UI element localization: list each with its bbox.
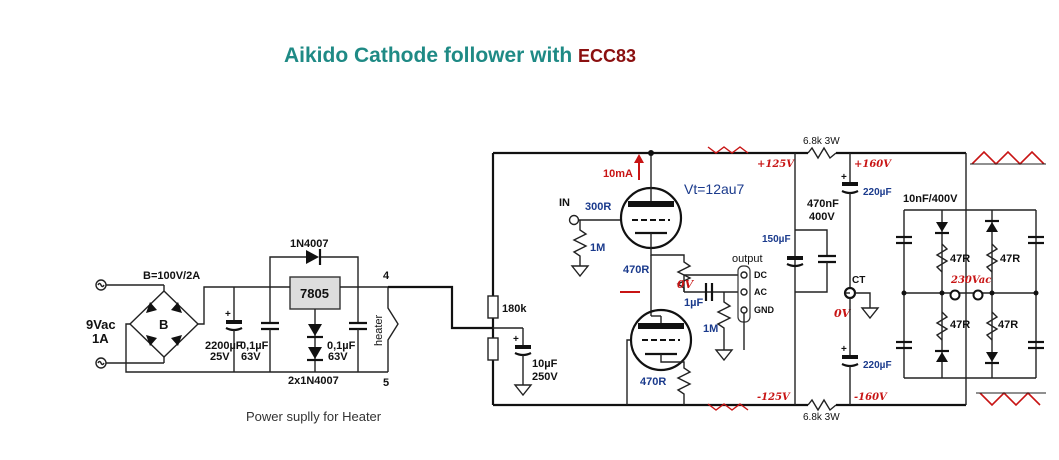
diode-pair-label: 2x1N4007 — [288, 375, 339, 387]
heater-label: heater — [373, 314, 385, 346]
output-ac-terminal — [740, 288, 748, 296]
input-current-label: 1A — [92, 331, 109, 346]
plus160-label: +160V — [854, 159, 892, 170]
bridge-rating: B=100V/2A — [143, 270, 200, 282]
in-label: IN — [559, 197, 570, 209]
c2-voltage: 63V — [241, 351, 261, 363]
c-220u-bot-label: 220µF — [863, 360, 892, 371]
c-150u-label: 150µF — [762, 234, 791, 245]
resistor-6k8-bottom — [807, 398, 837, 412]
resistor-180k — [487, 295, 499, 319]
zero-v-left: 0V — [677, 278, 695, 291]
node-5: 5 — [383, 377, 389, 389]
waveform-top — [971, 150, 1045, 166]
r-470-bot-label: 470R — [640, 376, 666, 388]
c-1u-label: 1µF — [684, 297, 703, 309]
node-4: 4 — [383, 270, 390, 282]
tube-type-label: Vt=12au7 — [684, 181, 745, 197]
diode-1n4007 — [306, 249, 322, 265]
diode-top-label: 1N4007 — [290, 238, 329, 250]
bridge-label: B — [159, 317, 168, 332]
regulator-label: 7805 — [300, 286, 329, 301]
c1-voltage: 25V — [210, 351, 230, 363]
mains-label: 230Vac — [950, 275, 991, 286]
out-dc-label: DC — [754, 270, 767, 280]
minus160-label: -160V — [854, 392, 888, 403]
resistor-lower — [487, 337, 499, 361]
input-terminal — [568, 214, 580, 226]
out-gnd-label: GND — [754, 305, 775, 315]
zero-v-right: 0V — [834, 307, 852, 320]
r-1m-in-label: 1M — [590, 242, 605, 254]
c3-value: 0,1µF — [327, 340, 356, 352]
c-470n-voltage: 400V — [809, 211, 835, 223]
input-voltage-label: 9Vac — [86, 317, 116, 332]
plus125-label: +125V — [757, 159, 795, 170]
c2-value: 0,1µF — [240, 340, 269, 352]
output-dc-terminal — [740, 271, 748, 279]
waveform-bottom — [979, 391, 1041, 407]
svg-text:+: + — [513, 334, 519, 345]
c-220u-top-label: 220µF — [863, 187, 892, 198]
r-180k-label: 180k — [502, 303, 527, 315]
r-1m-out-label: 1M — [703, 323, 718, 335]
resistor-6k8-top — [807, 146, 837, 160]
title-model: ECC83 — [578, 46, 637, 66]
svg-text:+: + — [841, 172, 847, 183]
diagram-title: Aikido Cathode follower with ECC83 — [284, 44, 636, 68]
r-300-label: 300R — [585, 201, 611, 213]
svg-text:+: + — [225, 309, 231, 320]
mains-terminal-left — [949, 289, 961, 301]
title-main: Aikido Cathode follower with — [284, 44, 573, 67]
ct-label: CT — [852, 275, 865, 286]
r-6k8-bot-label: 6.8k 3W — [803, 412, 840, 423]
mains-terminal-right — [972, 289, 984, 301]
r47-tl: 47R — [950, 253, 970, 265]
output-label: output — [732, 253, 763, 265]
r-6k8-top-label: 6.8k 3W — [803, 136, 840, 147]
svg-text:+: + — [841, 344, 847, 355]
psu-caption: Power suplly for Heater — [246, 409, 382, 424]
current-label: 10mA — [603, 168, 633, 180]
tube-lower — [629, 308, 693, 372]
r47-br: 47R — [998, 319, 1018, 331]
r47-bl: 47R — [950, 319, 970, 331]
c-10u-voltage: 250V — [532, 371, 558, 383]
out-ac-label: AC — [754, 287, 767, 297]
heater-filament — [387, 287, 399, 372]
c-10n-label: 10nF/400V — [903, 193, 958, 205]
c-470n-label: 470nF — [807, 198, 839, 210]
c-10u-label: 10µF — [532, 358, 558, 370]
minus125-label: -125V — [757, 392, 791, 403]
r-470-top-label: 470R — [623, 264, 649, 276]
c3-voltage: 63V — [328, 351, 348, 363]
r47-tr: 47R — [1000, 253, 1020, 265]
c1-value: 2200µF — [205, 340, 243, 352]
bridge-rectifier — [128, 290, 200, 358]
